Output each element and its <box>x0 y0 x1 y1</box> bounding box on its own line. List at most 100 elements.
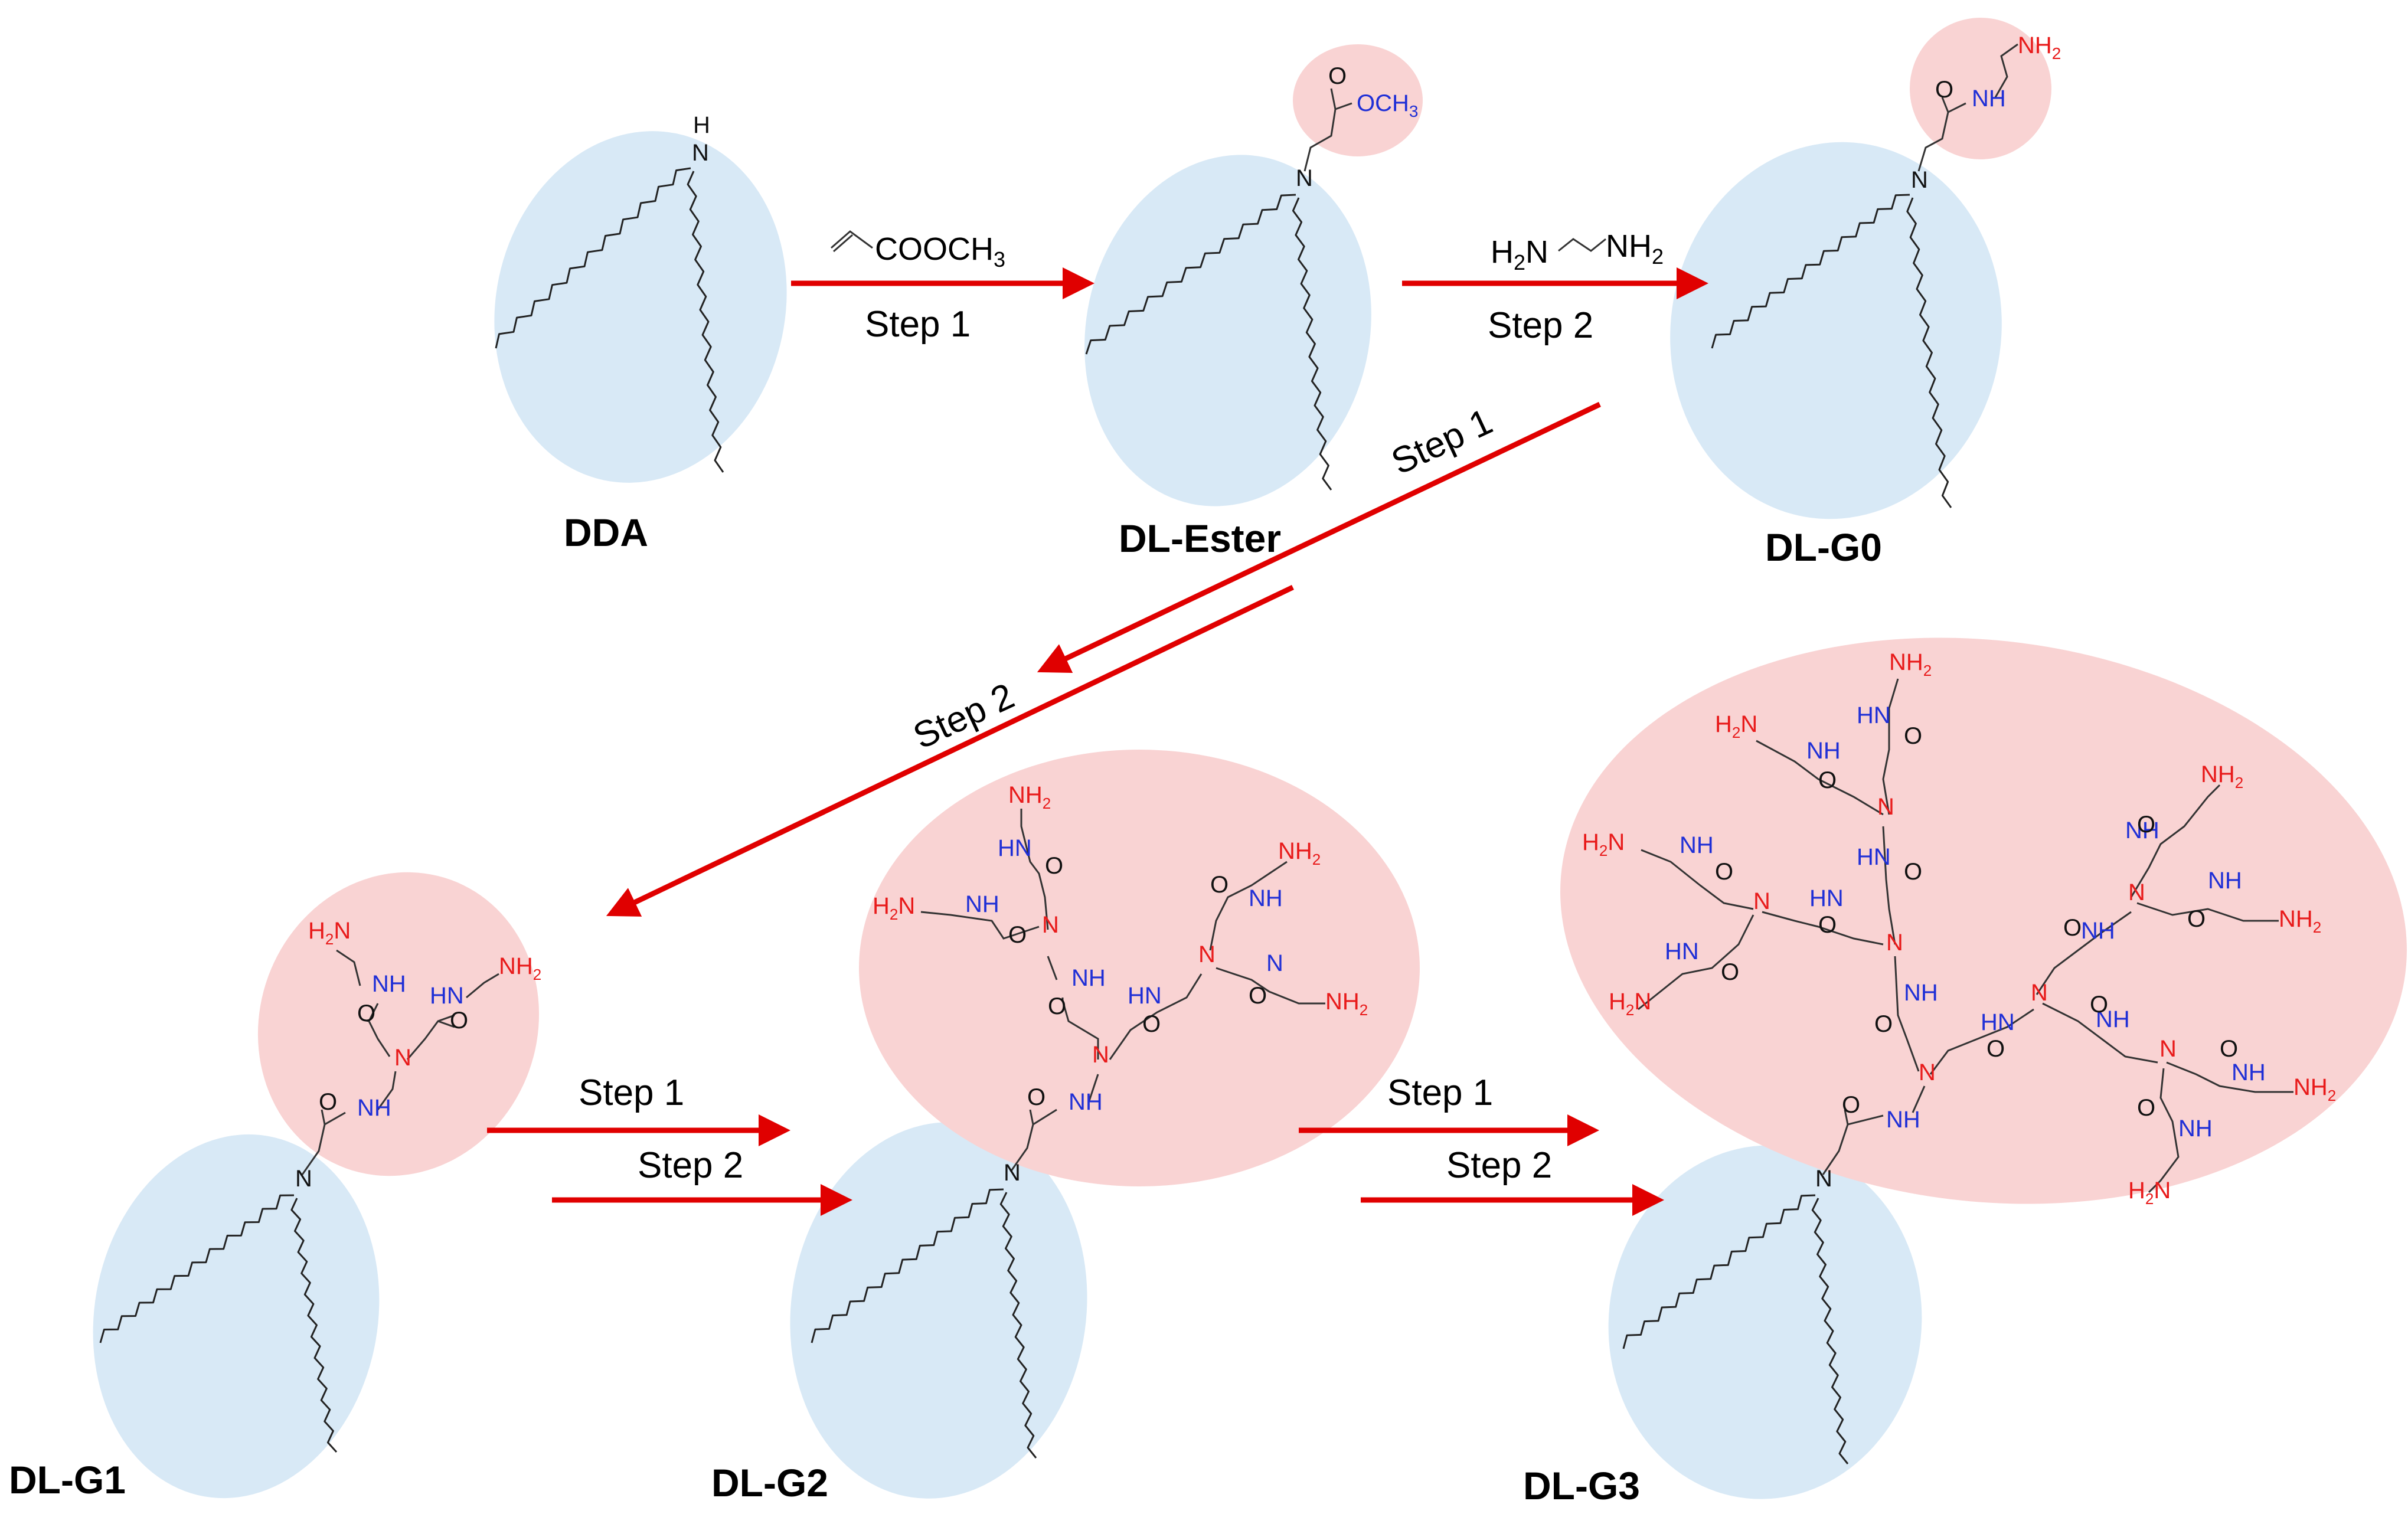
dl-g3-nh-a13: NH <box>2096 1006 2130 1032</box>
dl-g3-dendron-bonds <box>1638 678 2293 1193</box>
svg-text:COOCH3: COOCH3 <box>875 231 1005 272</box>
dl-g3-h2n-t8: H2N <box>2128 1178 2171 1208</box>
alkyl-chain-down <box>1292 197 1332 491</box>
dl-g2-branch-n-3: N <box>1198 941 1216 967</box>
dl-g3-nh2-t7: NH2 <box>2293 1074 2336 1104</box>
dl-ester-hydrophobic-region <box>1084 155 1371 506</box>
dl-g2-hydrophilic-region <box>859 750 1420 1186</box>
dl-g3-o-15: O <box>2137 1095 2155 1121</box>
dl-g1-dendron-bonds <box>301 949 499 1175</box>
dl-g1-o-3: O <box>450 1008 468 1034</box>
alkyl-chain-left <box>1085 194 1296 355</box>
dl-g3-nh-a4: NH <box>1680 832 1714 858</box>
alkyl-chain-left <box>811 1188 1004 1343</box>
dl-g0-nh-group: NH <box>1972 86 2006 112</box>
alkyl-chain-left <box>99 1194 295 1343</box>
dl-g1-branch-n-atom: N <box>394 1045 411 1071</box>
step1-label-g2g3: Step 1 <box>1387 1072 1493 1113</box>
dl-g2-branch-n-2: N <box>1042 912 1059 938</box>
dl-g3-branch-n-7: N <box>2159 1036 2177 1062</box>
dl-g2-label: DL-G2 <box>711 1461 828 1505</box>
dl-g3-hydrophilic-region <box>1560 637 2407 1204</box>
dl-g3-nh-a2: NH <box>1806 738 1841 764</box>
dl-g0-alkyl-chains <box>1711 43 2018 508</box>
alkyl-chain-down <box>1906 197 1952 508</box>
dl-g0-o-atom: O <box>1935 77 1953 103</box>
dl-g2-hn-a: HN <box>998 835 1032 861</box>
dl-ester-hydrophilic-region <box>1293 44 1423 156</box>
step1-label-g1g2: Step 1 <box>579 1072 684 1113</box>
dl-g2-molecule: N N N N NH2 H2N NH2 NH2 HN NH NH NH HN N… <box>711 750 1420 1505</box>
alkyl-chain-down <box>687 171 724 473</box>
bond-path <box>1638 678 2293 1193</box>
dl-g3-h2n-t3: H2N <box>1582 829 1625 859</box>
dda-alkyl-chains <box>495 167 724 473</box>
dl-g3-branch-n-5: N <box>1753 888 1770 914</box>
dl-g2-nh-b: NH <box>965 891 999 917</box>
dl-g1-h2n-a: H2N <box>308 918 351 948</box>
dl-g3-o-9: O <box>1842 1092 1860 1118</box>
dl-g2-o-2: O <box>1048 993 1066 1019</box>
dl-g3-h2n-t2: H2N <box>1715 711 1757 741</box>
dl-g1-nh-1: NH <box>357 1095 391 1121</box>
dl-g1-label: DL-G1 <box>9 1458 126 1502</box>
bond-path <box>1917 43 2018 172</box>
dl-g3-o-1: O <box>1904 723 1922 749</box>
dl-g3-nh2-t6: NH2 <box>2279 906 2321 936</box>
dl-g3-o-7: O <box>1874 1011 1893 1037</box>
dl-g3-o-6: O <box>1818 912 1837 938</box>
dl-ester-label: DL-Ester <box>1119 516 1281 560</box>
dl-g2-nh-c: NH <box>1071 965 1106 991</box>
dl-g3-o-12: O <box>2187 906 2206 932</box>
dl-g3-h2n-t4: H2N <box>1609 989 1651 1019</box>
dl-g1-hydrophobic-region <box>93 1134 380 1499</box>
alkyl-chain-down <box>1811 1198 1849 1464</box>
dl-g2-h2n-left: H2N <box>873 893 915 923</box>
dl-g2-o-6: O <box>1249 983 1267 1009</box>
dl-ester-molecule: N OCH3 O DL-Ester <box>1084 44 1423 560</box>
alkyl-chain-left <box>495 167 691 349</box>
arrow-g0-to-g1-step1 <box>1037 401 1601 673</box>
dl-g3-branch-n-2: N <box>2031 980 2048 1006</box>
dl-g1-nh2-b: NH2 <box>499 953 541 983</box>
alkyl-chain-left <box>1711 194 1910 349</box>
dl-g3-hn-a8: HN <box>1981 1009 2015 1035</box>
dl-g3-label: DL-G3 <box>1523 1464 1640 1508</box>
dda-hydrophobic-region <box>494 131 787 483</box>
dl-g3-alkyl-chains <box>1622 1194 1849 1464</box>
dl-g2-dendron-bonds <box>920 809 1325 1172</box>
dl-g2-branch-n-1: N <box>1092 1042 1109 1068</box>
svg-text:NH2: NH2 <box>1606 228 1664 269</box>
dl-g2-hydrophobic-region <box>790 1122 1087 1499</box>
dl-ester-o-atom: O <box>1328 63 1347 89</box>
dl-g3-o-5: O <box>1721 959 1739 985</box>
dl-ester-ome-group: OCH3 <box>1357 90 1418 120</box>
dl-g3-branch-n-1: N <box>1919 1060 1936 1085</box>
dda-n-atom: N <box>692 140 709 166</box>
dl-g3-hn-a1: HN <box>1857 702 1891 728</box>
dl-g3-hydrophobic-region <box>1608 1145 1922 1499</box>
step2-label-a: Step 2 <box>1488 305 1593 346</box>
dl-g2-core-n-atom: N <box>1004 1160 1021 1186</box>
bond-path <box>301 949 499 1175</box>
dl-g3-hn-a5: HN <box>1665 939 1699 964</box>
dl-g3-o-4: O <box>1715 859 1733 885</box>
dl-g2-nh2-right-bottom: NH2 <box>1325 989 1368 1019</box>
alkyl-chain-down <box>290 1198 338 1453</box>
dl-g0-hydrophobic-region <box>1670 142 2002 519</box>
dl-g3-o-13: O <box>2090 992 2108 1018</box>
dl-g1-nh-2: NH <box>372 971 406 997</box>
dl-ester-alkyl-chains <box>1085 88 1352 491</box>
dl-g1-alkyl-chains <box>99 1194 338 1453</box>
dl-g1-hn-3: HN <box>430 983 464 1009</box>
bond-path <box>1303 88 1352 172</box>
dl-g1-hydrophilic-region <box>257 872 540 1176</box>
dl-g3-nh2-t5: NH2 <box>2201 761 2243 792</box>
dl-g3-branch-n-4: N <box>1877 794 1894 820</box>
alkyl-chain-down <box>999 1192 1037 1459</box>
dl-g2-alkyl-chains <box>811 1188 1037 1459</box>
dl-g3-hn-a6: HN <box>1809 885 1844 911</box>
dl-g3-nh-a9: NH <box>1886 1107 1920 1133</box>
dl-g3-branch-n-6: N <box>2128 879 2145 905</box>
arrow-g0-to-g1-step2 <box>606 584 1294 917</box>
